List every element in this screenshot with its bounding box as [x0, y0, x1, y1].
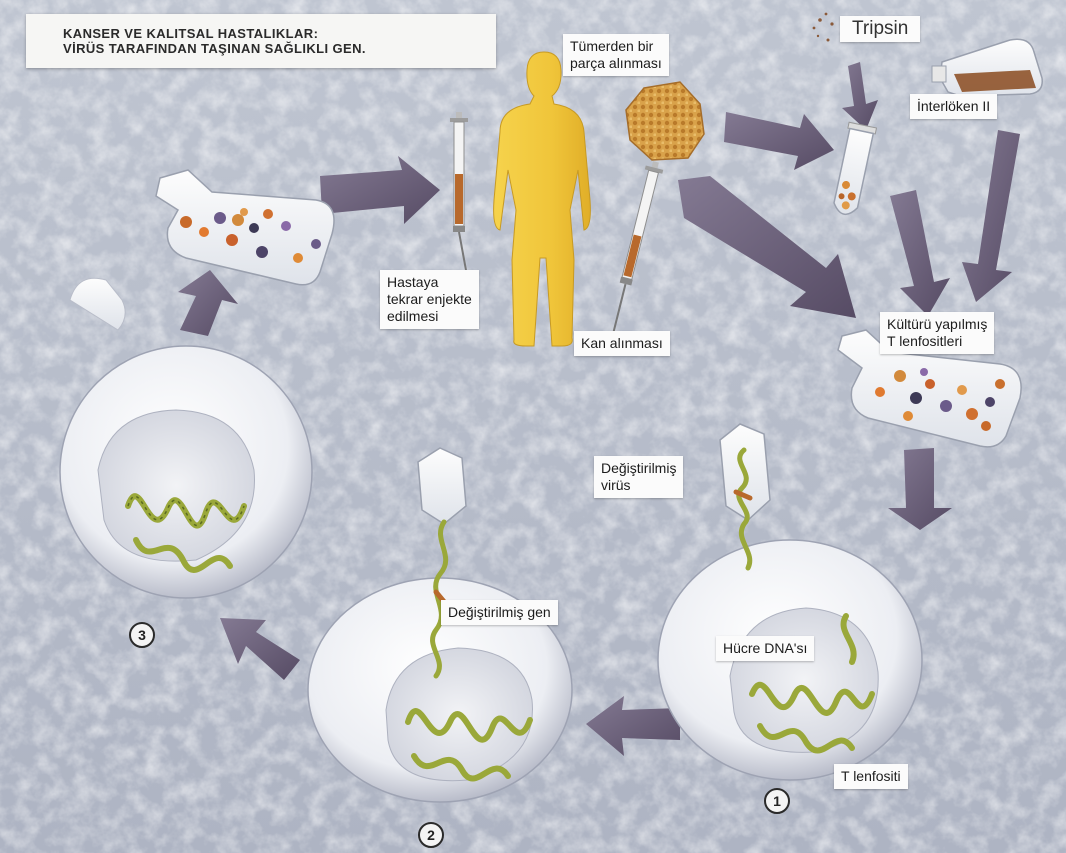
label-tumor-line-2: parça alınması [570, 55, 662, 72]
step-number-3: 3 [129, 622, 155, 648]
label-blood-draw: Kan alınması [574, 331, 670, 356]
label-tumor-line-1: Tümerden bir [570, 38, 662, 55]
label-cultured-t-cells: Kültürü yapılmış T lenfositleri [880, 312, 994, 354]
title-line-1: KANSER VE KALITSAL HASTALIKLAR: [26, 14, 496, 41]
step-number-1: 1 [764, 788, 790, 814]
label-reinject-line-3: edilmesi [387, 308, 472, 325]
label-tumor-sample: Tümerden bir parça alınması [563, 34, 669, 76]
label-cultured-line-1: Kültürü yapılmış [887, 316, 987, 333]
label-cultured-line-2: T lenfositleri [887, 333, 987, 350]
label-modified-virus-line-2: virüs [601, 477, 676, 494]
label-tripsin: Tripsin [840, 16, 920, 42]
label-reinject-line-1: Hastaya [387, 274, 472, 291]
label-reinject: Hastaya tekrar enjekte edilmesi [380, 270, 479, 329]
title-line-2: VİRÜS TARAFINDAN TAŞINAN SAĞLIKLI GEN. [26, 41, 496, 56]
diagram-title: KANSER VE KALITSAL HASTALIKLAR: VİRÜS TA… [26, 14, 496, 68]
label-modified-virus: Değiştirilmiş virüs [594, 456, 683, 498]
label-reinject-line-2: tekrar enjekte [387, 291, 472, 308]
label-cell-dna: Hücre DNA'sı [716, 636, 814, 661]
label-t-lymphocyte: T lenfositi [834, 764, 908, 789]
label-modified-virus-line-1: Değiştirilmiş [601, 460, 676, 477]
label-modified-gene: Değiştirilmiş gen [441, 600, 558, 625]
step-number-2: 2 [418, 822, 444, 848]
label-interleukin: İnterlöken II [910, 94, 997, 119]
